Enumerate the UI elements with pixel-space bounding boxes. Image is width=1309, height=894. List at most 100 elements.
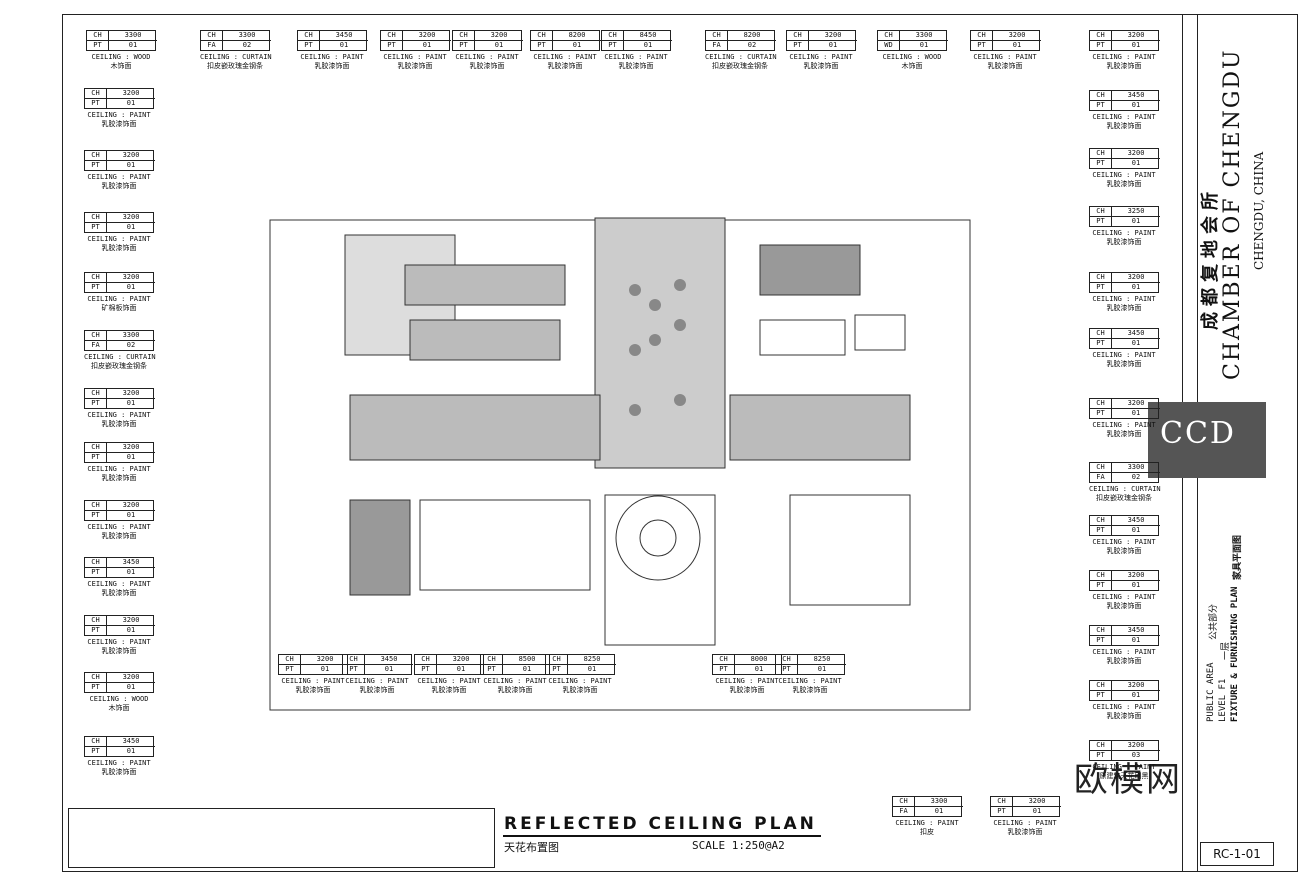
ch-label: CH	[415, 655, 437, 665]
ch-value: 3250	[1112, 207, 1160, 217]
ch-label: CH	[971, 31, 993, 41]
ceiling-type: CEILING : CURTAIN	[84, 353, 156, 361]
firm-logo-text: CCD	[1160, 416, 1236, 451]
ceiling-type: CEILING : PAINT	[1092, 538, 1156, 546]
ch-label: CH	[1090, 571, 1112, 581]
material-code: PT	[85, 747, 107, 756]
drawing-subtitle: 天花布置图	[504, 841, 559, 854]
material-number: 01	[126, 453, 136, 461]
ceiling-type: CEILING : PAINT	[87, 759, 151, 767]
ch-label: CH	[991, 797, 1013, 807]
ch-label: CH	[85, 737, 107, 747]
ceiling-finish: 乳胶漆饰面	[101, 120, 137, 128]
ch-value: 3200	[107, 389, 155, 399]
ceiling-type: CEILING : PAINT	[87, 638, 151, 646]
ceiling-finish: 乳胶漆饰面	[101, 589, 137, 597]
material-number: 01	[1131, 339, 1141, 347]
ch-label: CH	[1090, 91, 1112, 101]
material-number: 01	[754, 665, 764, 673]
ceiling-finish: 乳胶漆饰面	[1106, 712, 1142, 720]
ch-value: 3200	[107, 443, 155, 453]
ceiling-finish: 乳胶漆饰面	[1106, 180, 1142, 188]
ceiling-finish: 扣皮嵌玫瑰金钢条	[91, 362, 147, 370]
ceiling-finish: 乳胶漆饰面	[397, 62, 433, 70]
material-number: 01	[126, 626, 136, 634]
watermark-brand: 欧模网	[1074, 760, 1182, 800]
ceiling-finish: 乳胶漆饰面	[792, 686, 828, 694]
ceiling-type: CEILING : PAINT	[1092, 351, 1156, 359]
legend-table	[68, 808, 495, 868]
ceiling-finish: 乳胶漆饰面	[1106, 62, 1142, 70]
area-cn: 公共部分	[1209, 603, 1219, 640]
material-number: 01	[1131, 283, 1141, 291]
material-number: 01	[384, 665, 394, 673]
material-number: 01	[587, 665, 597, 673]
ch-value: 3200	[301, 655, 349, 665]
ch-value: 3200	[1013, 797, 1061, 807]
ceiling-finish: 乳胶漆饰面	[101, 420, 137, 428]
material-code: PT	[1090, 159, 1112, 168]
material-code: PT	[415, 665, 437, 674]
ch-value: 3300	[1112, 463, 1160, 473]
material-number: 01	[1131, 409, 1141, 417]
material-code: PT	[602, 41, 624, 50]
material-number: 01	[1131, 41, 1141, 49]
ch-value: 3200	[1112, 571, 1160, 581]
ch-value: 3450	[1112, 516, 1160, 526]
ch-value: 8500	[503, 655, 551, 665]
material-number: 01	[1131, 217, 1141, 225]
ch-value: 3200	[1112, 273, 1160, 283]
material-number: 01	[422, 41, 432, 49]
ch-label: CH	[1090, 741, 1112, 751]
material-code: PT	[787, 41, 809, 50]
ch-label: CH	[201, 31, 223, 41]
ceiling-finish: 乳胶漆饰面	[101, 182, 137, 190]
ch-value: 3200	[107, 151, 155, 161]
firm-logo: CCD	[1148, 402, 1266, 478]
material-number: 01	[126, 399, 136, 407]
ceiling-type: CEILING : WOOD	[89, 695, 149, 703]
material-number: 01	[126, 223, 136, 231]
ch-label: CH	[85, 501, 107, 511]
ceiling-type: CEILING : PAINT	[1092, 421, 1156, 429]
material-number: 01	[126, 683, 136, 691]
ceiling-type: CEILING : PAINT	[345, 677, 409, 685]
ch-label: CH	[878, 31, 900, 41]
ch-label: CH	[776, 655, 798, 665]
material-code: PT	[85, 283, 107, 292]
material-number: 01	[128, 41, 138, 49]
ch-value: 3200	[107, 273, 155, 283]
client-name-en: CHAMBER OF CHENGDU	[1220, 48, 1245, 380]
material-number: 01	[126, 161, 136, 169]
ch-label: CH	[343, 655, 365, 665]
ch-label: CH	[85, 151, 107, 161]
material-code: PT	[971, 41, 993, 50]
ceiling-type: CEILING : PAINT	[87, 111, 151, 119]
material-code: PT	[481, 665, 503, 674]
ch-label: CH	[85, 331, 107, 341]
ch-value: 3300	[107, 331, 155, 341]
material-code: PT	[1090, 283, 1112, 292]
material-code: FA	[201, 41, 223, 50]
